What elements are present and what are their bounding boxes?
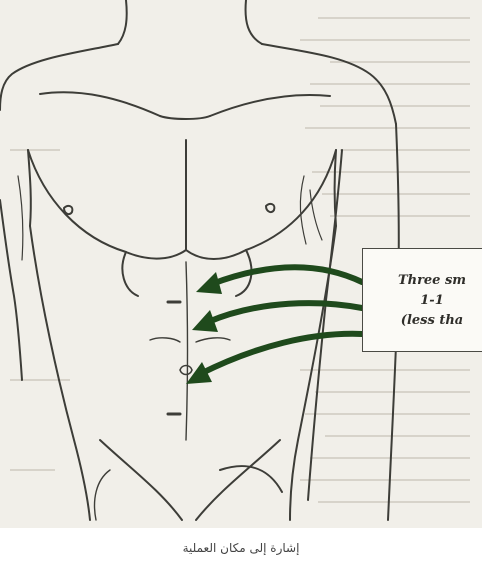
figure-caption: إشارة إلى مكان العملية (0, 541, 482, 555)
caption-bar: إشارة إلى مكان العملية (0, 528, 482, 575)
callout-line-3: (less tha (363, 311, 482, 331)
callout-line-2: 1-1 (363, 291, 482, 311)
callout-line-1: Three sm (363, 271, 482, 291)
incision-callout: Three sm 1-1 (less tha (362, 248, 482, 352)
surgery-figure: Three sm 1-1 (less tha (0, 0, 482, 528)
